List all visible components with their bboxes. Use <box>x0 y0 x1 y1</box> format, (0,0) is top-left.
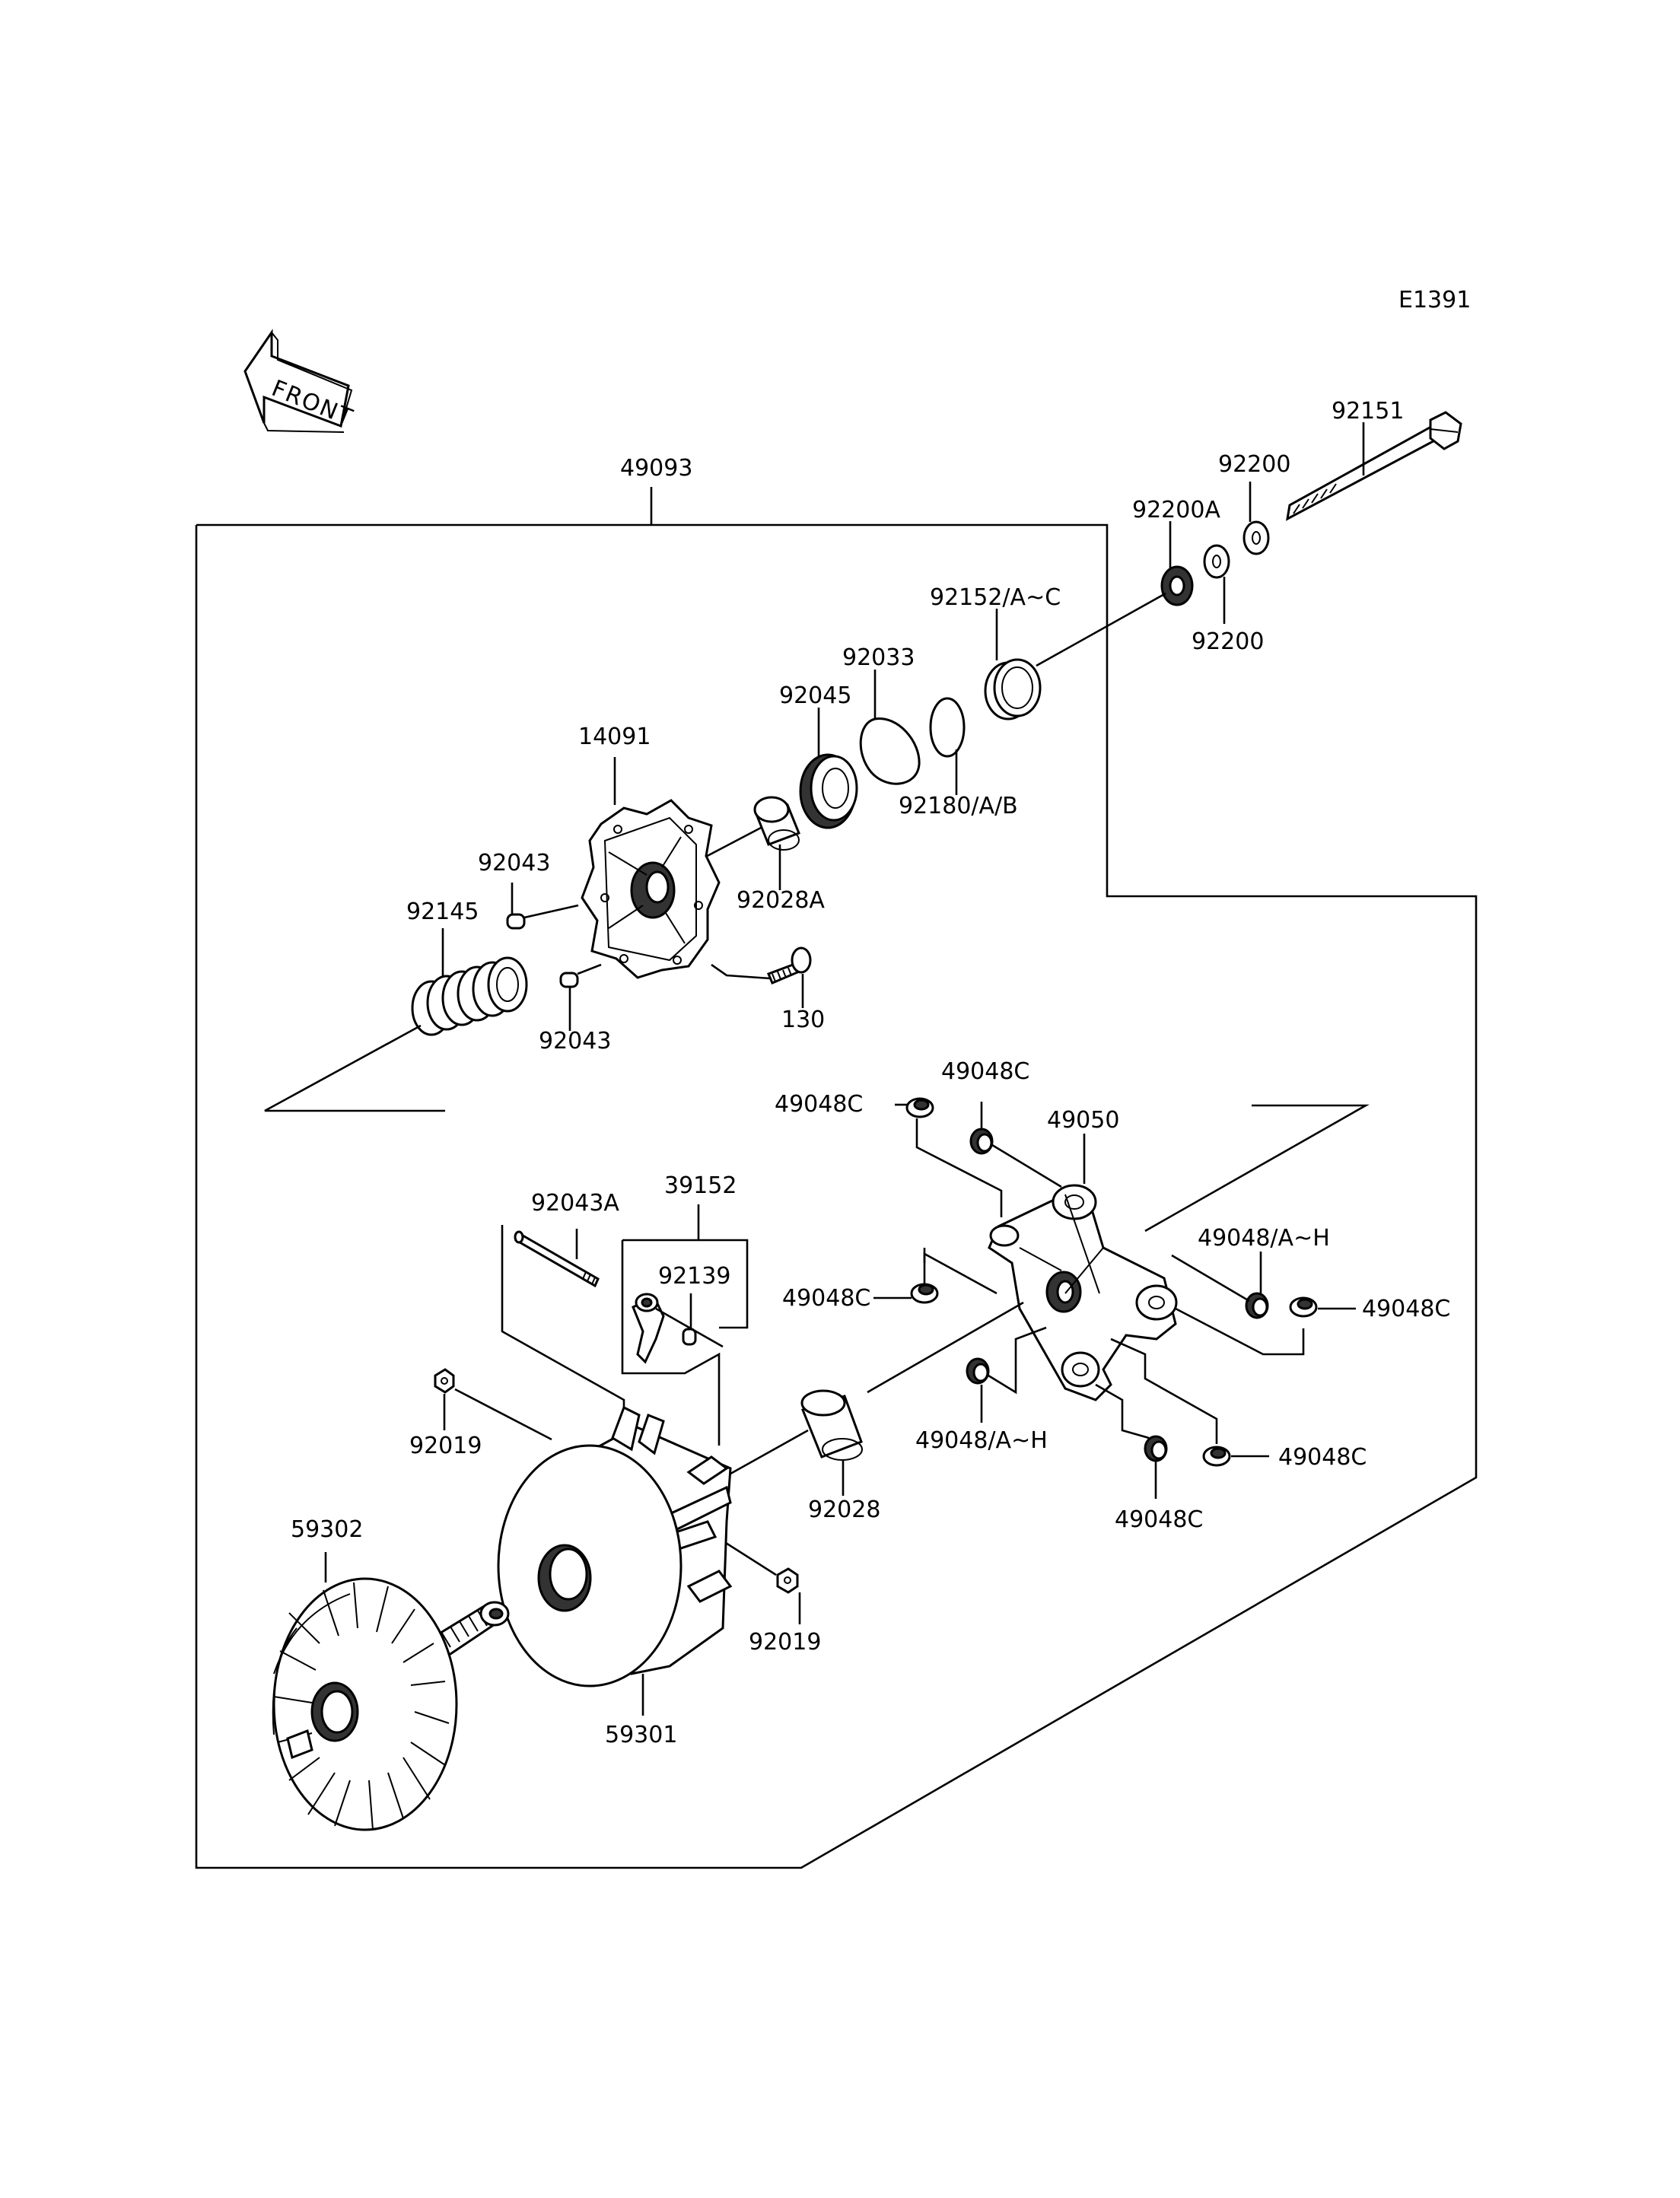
label-49050: 49050 <box>1047 1107 1119 1134</box>
spider-14091-icon <box>581 799 721 979</box>
pin-92043A-icon <box>514 1230 600 1288</box>
roller-49048C-6-icon <box>1144 1435 1168 1462</box>
label-92028: 92028 <box>808 1497 880 1523</box>
sheave-59301-icon <box>497 1405 733 1687</box>
fixed-sheave-59302-icon <box>272 1577 510 1831</box>
label-92043-bottom: 92043 <box>539 1028 611 1054</box>
bearing-92045-icon <box>799 753 858 829</box>
label-92019-left: 92019 <box>409 1433 482 1459</box>
label-49048C-5: 49048C <box>1278 1444 1367 1471</box>
label-92033: 92033 <box>842 644 915 671</box>
washer-92200A-icon <box>1160 565 1194 606</box>
nut-92019-right-icon <box>776 1567 799 1594</box>
label-49048C-3: 49048C <box>782 1285 870 1312</box>
label-92139: 92139 <box>658 1263 730 1290</box>
roller-49048C-5-icon <box>1202 1446 1231 1467</box>
bushing-92028A-icon <box>753 796 800 851</box>
axis-line-49050 <box>1144 1104 1370 1233</box>
assembly-outline <box>195 523 1478 1869</box>
roller-49048AH-right-icon <box>1245 1292 1269 1319</box>
label-39152: 39152 <box>664 1172 737 1199</box>
label-92145: 92145 <box>406 899 479 925</box>
roller-49048C-4-icon <box>1289 1296 1318 1318</box>
roller-49048AH-center-icon <box>966 1357 990 1385</box>
bracket-39152 <box>622 1239 749 1329</box>
axis-line-spring <box>264 1024 445 1112</box>
bushing-92028-icon <box>800 1389 863 1461</box>
label-49048C-1: 49048C <box>775 1091 863 1118</box>
label-49093: 49093 <box>620 455 692 482</box>
roller-49048C-3-icon <box>910 1283 939 1304</box>
label-92045: 92045 <box>779 682 851 709</box>
roller-arm-49050-icon <box>988 1184 1178 1401</box>
pin-92139-icon <box>682 1328 697 1346</box>
collar-92152-icon <box>984 658 1042 720</box>
label-92152: 92152/A~C <box>930 584 1061 611</box>
label-92200-top: 92200 <box>1218 451 1290 478</box>
label-92180: 92180/A/B <box>899 793 1018 819</box>
washer-92200-top-icon <box>1242 520 1270 555</box>
diagram-code: E1391 <box>1398 287 1471 313</box>
roller-49048C-1-icon <box>905 1097 934 1118</box>
label-14091: 14091 <box>578 724 651 750</box>
label-49048C-6: 49048C <box>1115 1506 1203 1533</box>
label-92043A: 92043A <box>531 1190 619 1217</box>
pin-92043-top-icon <box>506 913 526 930</box>
washer-92200-bottom-icon <box>1203 544 1230 579</box>
label-92151: 92151 <box>1332 398 1404 425</box>
label-92028A: 92028A <box>737 887 825 914</box>
label-130: 130 <box>781 1007 825 1033</box>
axis-line-upper <box>1036 592 1166 667</box>
label-59301: 59301 <box>605 1722 677 1748</box>
axis-line-spider <box>699 826 762 861</box>
label-49048AH-center: 49048/A~H <box>915 1427 1048 1454</box>
roller-49048C-2-icon <box>969 1128 994 1155</box>
nut-92019-left-icon <box>434 1368 455 1394</box>
snap-ring-92180-icon <box>929 697 966 758</box>
label-49048C-2: 49048C <box>941 1058 1029 1085</box>
pin-92043-bottom-icon <box>559 972 579 988</box>
label-92200A: 92200A <box>1132 497 1220 523</box>
label-49048C-4: 49048C <box>1362 1296 1450 1322</box>
label-92019-right: 92019 <box>749 1629 821 1656</box>
front-arrow-icon: FRONT <box>243 329 357 433</box>
label-92043-top: 92043 <box>478 850 550 876</box>
label-92200-bottom: 92200 <box>1192 628 1264 655</box>
spring-92145-icon <box>411 956 528 1036</box>
label-59302: 59302 <box>291 1516 363 1543</box>
label-49048AH-right: 49048/A~H <box>1198 1225 1330 1252</box>
screw-130-icon <box>767 946 812 984</box>
bolt-92151-icon <box>1286 411 1462 521</box>
ring-92033-icon <box>859 717 921 785</box>
weight-92139-icon <box>632 1293 665 1364</box>
